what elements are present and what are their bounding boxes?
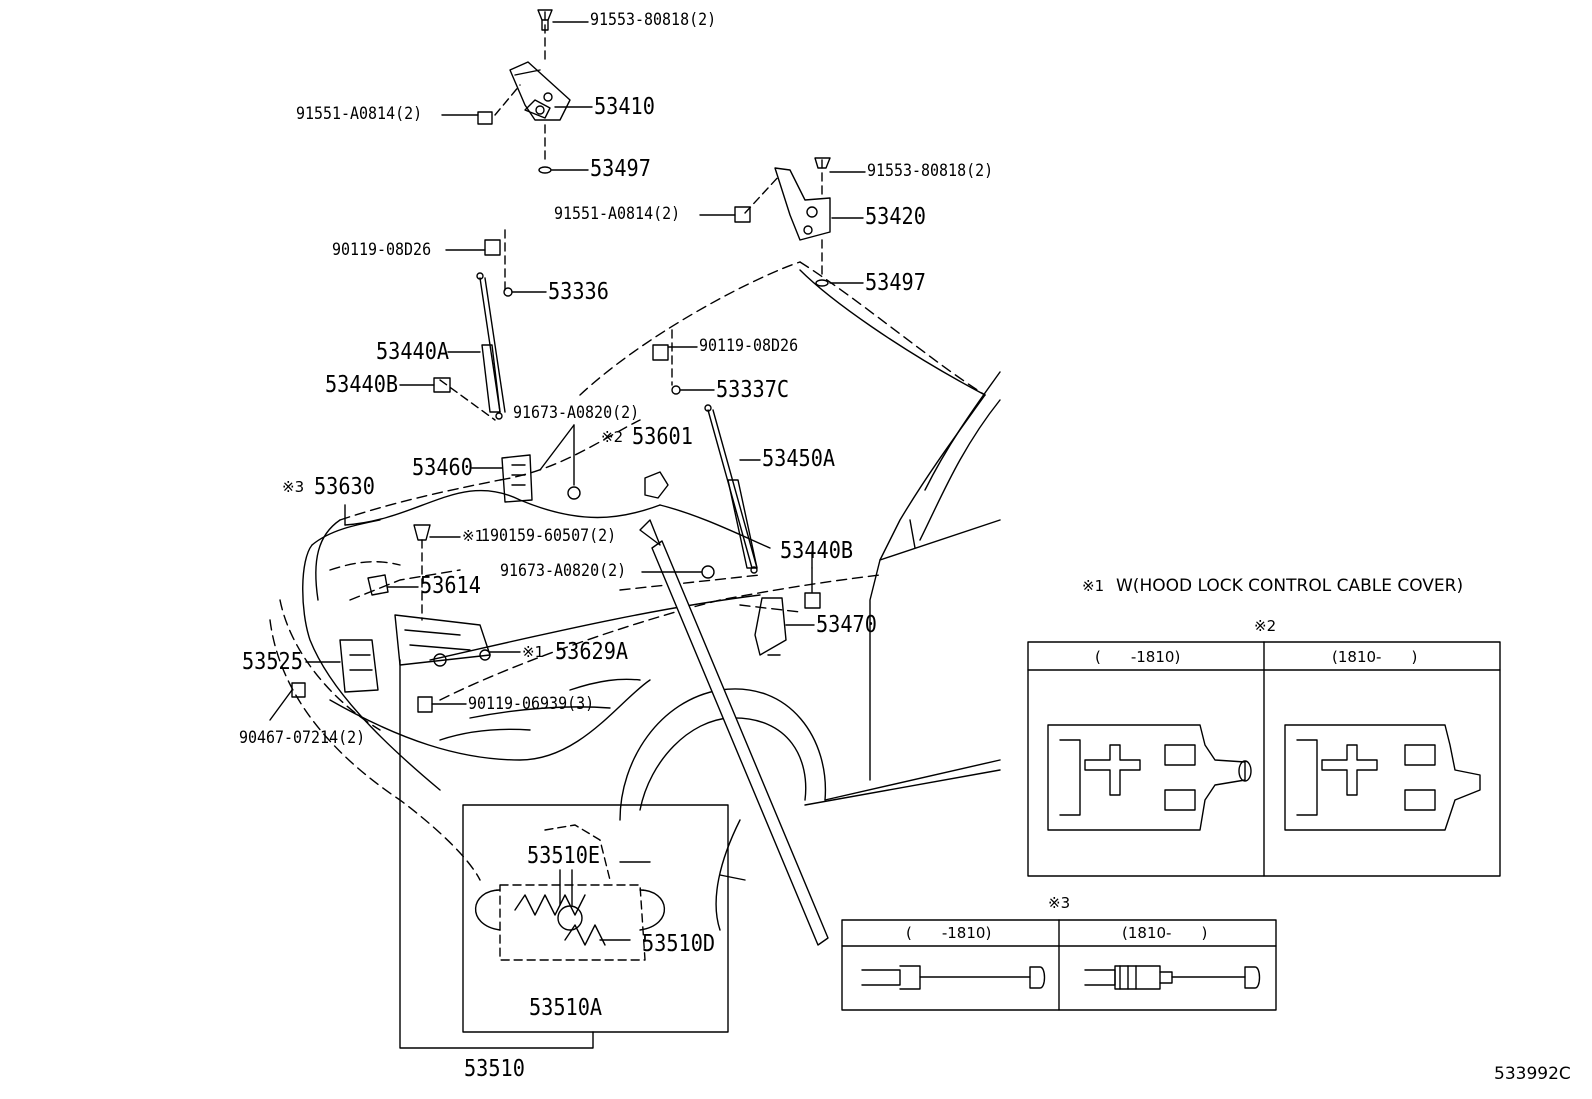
table-3-mark: ※3 xyxy=(1048,894,1071,912)
table-2-col2-header: (1810- ) xyxy=(1332,648,1418,666)
callout-91551-a0814-left: 91551-A0814(2) xyxy=(296,104,423,124)
callout-91673-a0820-top: 91673-A0820(2) xyxy=(513,403,640,423)
callout-91553-80818-top: 91553-80818(2) xyxy=(590,10,717,30)
callout-53410: 53410 xyxy=(594,94,655,120)
callout-53420: 53420 xyxy=(865,204,926,230)
callout-53440b-left: 53440B xyxy=(325,372,399,398)
diagram-id: 533992C xyxy=(1494,1064,1571,1084)
mark-2-53601: ※2 xyxy=(601,428,624,446)
callout-53629a: 53629A xyxy=(555,639,629,665)
table-2 xyxy=(1027,641,1501,877)
callout-53630: 53630 xyxy=(314,474,375,500)
callout-91553-80818-right: 91553-80818(2) xyxy=(867,161,994,181)
callout-53336: 53336 xyxy=(548,279,609,305)
leader-lines xyxy=(269,21,866,721)
callout-53510d: 53510D xyxy=(642,931,716,957)
callout-90119-08d26-mid: 90119-08D26 xyxy=(699,336,799,356)
callout-53510: 53510 xyxy=(464,1056,525,1082)
callout-90467-07214: 90467-07214(2) xyxy=(239,728,366,748)
hinge-53410 xyxy=(477,9,571,174)
strut-53450a xyxy=(652,329,758,574)
note-1-text: W(HOOD LOCK CONTROL CABLE COVER) xyxy=(1116,576,1464,596)
callout-90119-06939: 90119-06939(3) xyxy=(468,694,595,714)
callout-53497-right: 53497 xyxy=(865,270,926,296)
table-2-mark: ※2 xyxy=(1254,617,1277,635)
callout-53460: 53460 xyxy=(412,455,473,481)
callout-53470: 53470 xyxy=(816,612,877,638)
callout-90119-08d26-left: 90119-08D26 xyxy=(332,240,432,260)
callout-53337c: 53337C xyxy=(716,377,790,403)
table-3-col2-header: (1810- ) xyxy=(1122,924,1208,942)
callout-53614: 53614 xyxy=(420,573,481,599)
table-3-col1-header: ( -1810) xyxy=(906,924,992,942)
callout-53601: 53601 xyxy=(632,424,693,450)
callout-53450a: 53450A xyxy=(762,446,836,472)
callout-53497-top: 53497 xyxy=(590,156,651,182)
table-3 xyxy=(841,919,1277,1011)
table-2-col1-header: ( -1810) xyxy=(1095,648,1181,666)
note-1-mark: ※1 xyxy=(1082,577,1105,595)
callout-190159-60507: 190159-60507(2) xyxy=(481,526,617,546)
strut-53440a xyxy=(433,229,513,421)
callout-53510e: 53510E xyxy=(527,843,601,869)
detail-arrow xyxy=(639,519,829,946)
callout-53440b-right: 53440B xyxy=(780,538,854,564)
callout-53525: 53525 xyxy=(242,649,303,675)
callout-53440a: 53440A xyxy=(376,339,450,365)
mark-1-90159: ※1 xyxy=(462,527,485,545)
detail-box-53510 xyxy=(399,659,729,1049)
hinge-53420 xyxy=(734,157,831,287)
callout-53510a: 53510A xyxy=(529,995,603,1021)
mark-1-53629a: ※1 xyxy=(522,643,545,661)
mark-3-53630: ※3 xyxy=(282,478,305,496)
car-body-outline xyxy=(269,261,1001,931)
callout-91551-a0814-right: 91551-A0814(2) xyxy=(554,204,681,224)
callout-91673-a0820-mid: 91673-A0820(2) xyxy=(500,561,627,581)
